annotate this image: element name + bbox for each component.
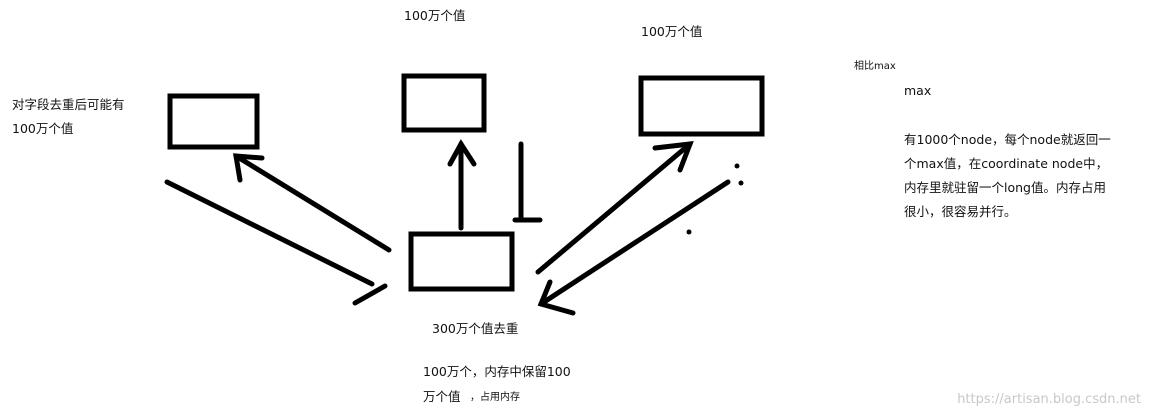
coordinate-node-box (408, 231, 515, 292)
max-desc-line3: 内存里就驻留一个long值。内存占用 (904, 180, 1106, 195)
label-dedup: 300万个值去重 (432, 321, 519, 336)
label-max-title: max (904, 83, 932, 98)
arrow-top-right-to-coordinate (537, 179, 731, 316)
label-memory-line2: 万个值 (423, 389, 461, 404)
watermark: https://artisan.blog.csdn.net (957, 392, 1141, 407)
label-top-middle: 100万个值 (404, 8, 466, 23)
arrow-coordinate-to-left (233, 153, 392, 253)
arrow-left-to-coordinate (164, 179, 388, 306)
node-box-left (167, 93, 260, 150)
label-top-right: 100万个值 (641, 24, 703, 39)
node-box-top-right (638, 75, 765, 137)
max-desc-line1: 有1000个node，每个node就返回一 (904, 132, 1111, 147)
arrow-coordinate-to-top-right (535, 141, 694, 275)
label-memory-line1: 100万个，内存中保留100 (423, 364, 571, 379)
stray-dots (686, 163, 744, 235)
node-box-top-middle (401, 73, 487, 133)
arrow-coordinate-to-top-middle (447, 139, 477, 231)
label-memory-small: ，占用内存 (470, 392, 520, 403)
max-desc-line2: 个max值，在coordinate node中， (904, 156, 1109, 171)
arrow-top-middle-to-coordinate (512, 141, 543, 223)
max-desc-line4: 很小，很容易并行。 (904, 204, 1017, 219)
label-left-line2: 100万个值 (12, 121, 74, 136)
label-left-line1: 对字段去重后可能有 (12, 97, 125, 112)
label-compare: 相比max (854, 61, 896, 72)
